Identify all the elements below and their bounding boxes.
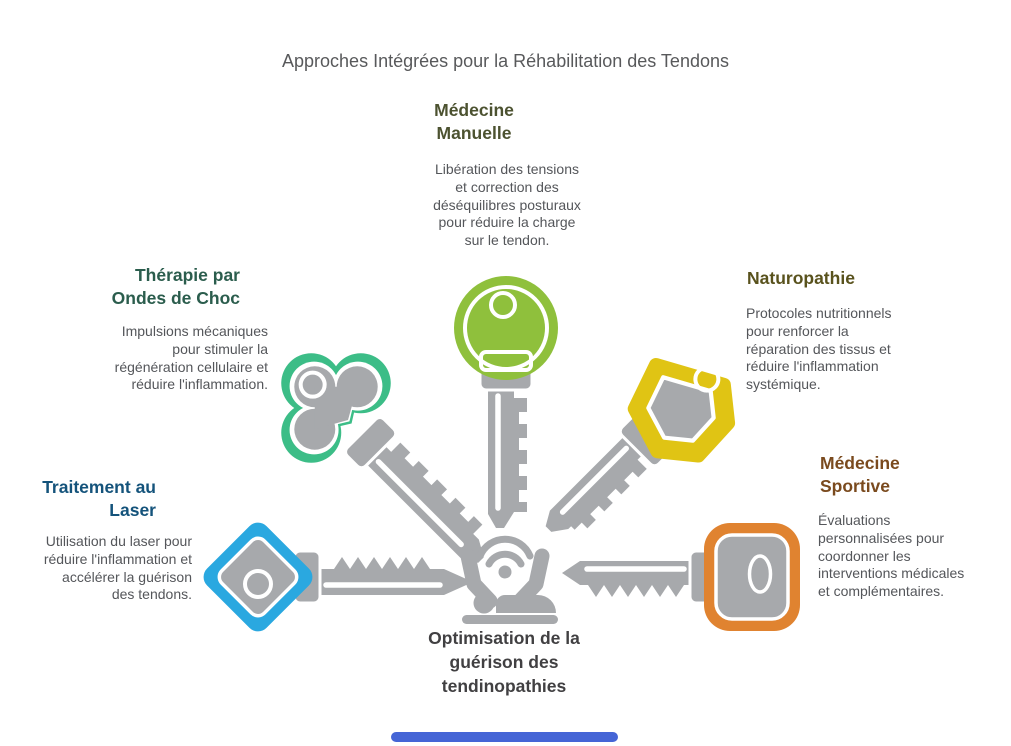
heading-shockwave-therapy: Thérapie par Ondes de Choc	[111, 265, 240, 308]
key-sports-medicine	[560, 523, 800, 631]
key-laser-treatment	[203, 522, 475, 632]
body-laser-treatment: Utilisation du laser pour réduire l'infl…	[43, 533, 192, 603]
person-head	[473, 592, 495, 614]
body-shockwave-therapy: Impulsions mécaniques pour stimuler la r…	[114, 323, 268, 393]
hexagon-key-head	[627, 357, 736, 463]
key-hole	[298, 370, 327, 399]
key-shockwave-therapy	[281, 353, 486, 565]
heading-naturopathy: Naturopathie	[747, 268, 855, 288]
round-key-head	[454, 276, 558, 380]
key-hole	[693, 365, 721, 393]
heading-laser-treatment: Traitement au Laser	[42, 477, 156, 520]
therapy-signal-person-icon	[460, 535, 558, 624]
body-naturopathy: Protocoles nutritionnels pour renforcer …	[746, 305, 892, 393]
key-hole	[489, 291, 517, 319]
page-title: Approches Intégrées pour la Réhabilitati…	[282, 51, 729, 71]
key-hole	[747, 554, 773, 594]
person-body	[496, 595, 556, 613]
key-manual-medicine	[454, 276, 558, 530]
key-hole	[243, 569, 273, 599]
body-sports-medicine: Évaluations personnalisées pour coordonn…	[818, 512, 965, 600]
signal-outer-arc	[476, 535, 534, 560]
clover-key-head	[281, 353, 391, 463]
signal-inner-arc	[485, 550, 525, 568]
table-base	[462, 615, 558, 624]
center-heading: Optimisation de la guérison des tendinop…	[428, 628, 580, 696]
key-naturopathy	[544, 357, 736, 534]
bottom-progress-bar	[391, 732, 618, 742]
signal-dot	[498, 565, 512, 579]
diamond-key-head	[203, 522, 313, 632]
heading-manual-medicine: Médecine Manuelle	[434, 100, 514, 143]
heading-sports-medicine: Médecine Sportive	[820, 453, 900, 496]
barrel-key-head	[704, 523, 800, 631]
body-manual-medicine: Libération des tensions et correction de…	[433, 161, 581, 249]
